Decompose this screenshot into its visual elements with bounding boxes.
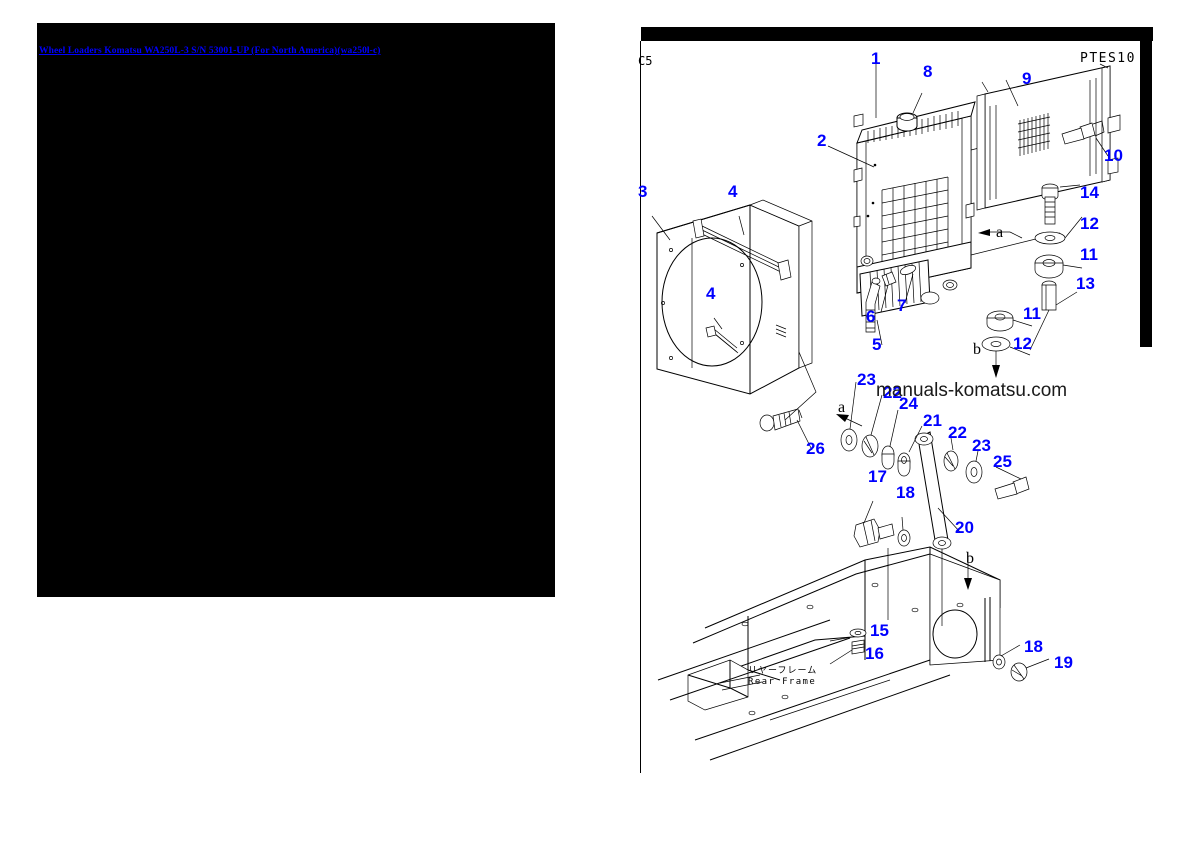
callout-number-16: 16	[865, 644, 884, 663]
callout-number-14: 14	[1080, 183, 1099, 202]
callout-number-7: 7	[897, 296, 907, 315]
callout-number-11: 11	[1080, 245, 1098, 264]
site-watermark: manuals-komatsu.com	[876, 380, 1068, 401]
nut-11	[1034, 254, 1064, 279]
callout-number-24: 24	[899, 394, 918, 413]
callout-number-2: 2	[817, 131, 827, 150]
rear-frame-label-en: Rear Frame	[748, 677, 817, 687]
callout-number-1: 1	[871, 49, 881, 68]
section-letter-a: a	[838, 399, 846, 416]
callout-number-4b: 4	[706, 284, 716, 303]
section-letter-b: b	[973, 341, 981, 358]
rear-frame-label: リヤーフレーム Rear Frame	[748, 666, 817, 688]
callout-number-10: 10	[1104, 146, 1123, 165]
callout-number-12b: 12	[1013, 334, 1032, 353]
document-preview-panel: Wheel Loaders Komatsu WA250L-3 S/N 53001…	[37, 23, 555, 597]
callout-number-23b: 23	[972, 436, 991, 455]
callout-number-11b: 11	[1023, 304, 1041, 323]
section-letter-b: b	[966, 550, 974, 567]
callout-number-18b: 18	[1024, 637, 1043, 656]
bushing-13	[1041, 280, 1057, 311]
diagram-sheet-code: PTES10	[1080, 51, 1136, 66]
callout-number-19: 19	[1054, 653, 1073, 672]
document-title-link[interactable]: Wheel Loaders Komatsu WA250L-3 S/N 53001…	[39, 46, 381, 56]
section-arrow-a-top	[978, 229, 1023, 239]
parts-diagram-panel: C5 PTES10	[630, 20, 1160, 780]
washer-12	[1034, 231, 1066, 245]
bolt-26	[759, 408, 803, 432]
diagram-left-border	[640, 41, 641, 773]
callout-number-15: 15	[870, 621, 889, 640]
callout-number-5: 5	[872, 335, 882, 354]
rear-frame-label-jp: リヤーフレーム	[748, 666, 818, 676]
callout-number-13: 13	[1076, 274, 1095, 293]
callout-number-6: 6	[866, 307, 876, 326]
rear-frame	[657, 546, 1050, 761]
hose-and-clamps	[865, 265, 916, 346]
callout-number-21: 21	[923, 411, 942, 430]
diagram-right-bar	[1140, 27, 1152, 347]
exploded-parts-drawing	[651, 54, 1121, 761]
bolt-14	[1041, 183, 1059, 225]
callout-number-3: 3	[638, 182, 648, 201]
callout-number-9: 9	[1022, 69, 1032, 88]
callout-number-23: 23	[857, 370, 876, 389]
diagram-top-bar	[641, 27, 1153, 41]
hardware-cluster-right	[943, 450, 1030, 500]
washer-nut-pair-b	[981, 310, 1033, 378]
callout-number-22: 22	[883, 383, 902, 402]
callout-number-26: 26	[806, 439, 825, 458]
callout-number-12: 12	[1080, 214, 1099, 233]
bolt-10	[1061, 120, 1105, 145]
hardware-stack-right	[1029, 120, 1109, 351]
bracket-hardware-17-18	[853, 500, 911, 548]
callout-number-17: 17	[868, 467, 887, 486]
callout-number-18: 18	[896, 483, 915, 502]
section-letter-a: a	[996, 224, 1004, 241]
callout-number-22b: 22	[948, 423, 967, 442]
callout-number-8: 8	[923, 62, 933, 81]
hardware-cluster-left	[840, 428, 911, 477]
callout-number-4: 4	[728, 182, 738, 201]
fan-shroud-assembly	[651, 199, 817, 451]
oil-cooler-assembly	[976, 63, 1121, 211]
diagram-corner-code: C5	[638, 54, 653, 68]
callout-number-20: 20	[955, 518, 974, 537]
callout-number-25: 25	[993, 452, 1012, 471]
radiator-cap-8	[896, 112, 918, 132]
linkage-rod-assembly	[836, 381, 1030, 550]
